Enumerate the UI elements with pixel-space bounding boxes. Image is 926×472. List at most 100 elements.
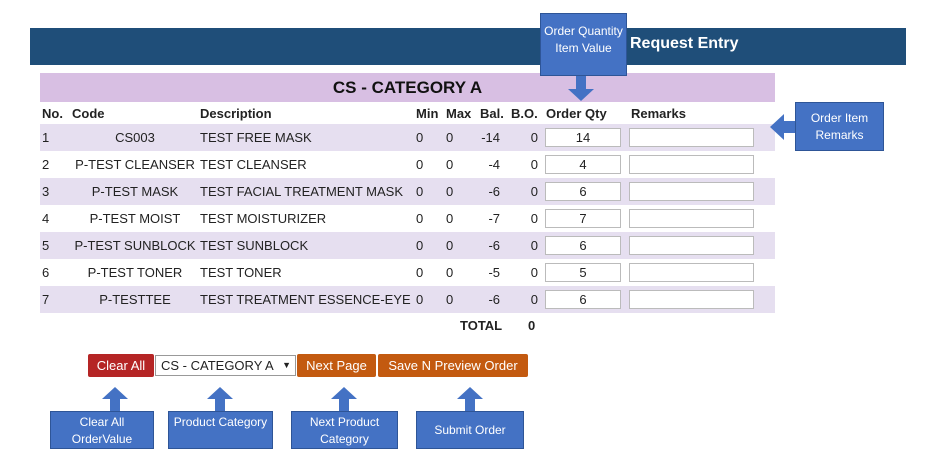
save-preview-order-button[interactable]: Save N Preview Order [378,354,528,377]
callout-order-quantity: Order Quantity Item Value [540,13,627,76]
cell-description: TEST MOISTURIZER [200,211,327,226]
cell-bal: -6 [488,184,500,199]
cell-max: 0 [446,157,454,172]
up-arrow-icon [457,387,483,399]
callout-arrow-stem [110,399,120,411]
col-header-bal: Bal. [480,106,504,121]
callout-arrow-stem [339,399,349,411]
cell-no: 2 [42,157,50,172]
table-row: 2 P-TEST CLEANSER TEST CLEANSER 0 0 -4 0… [40,151,775,178]
order-qty-input[interactable]: 4 [545,155,621,174]
cell-description: TEST TONER [200,265,282,280]
table-row: 5 P-TEST SUNBLOCK TEST SUNBLOCK 0 0 -6 0… [40,232,775,259]
cell-max: 0 [446,292,454,307]
col-header-no: No. [42,106,63,121]
callout-arrow-stem [576,76,586,90]
remarks-input[interactable] [629,290,754,309]
callout-order-item-remarks: Order Item Remarks [795,102,884,151]
callout-submit-order: Submit Order [416,411,524,449]
order-qty-input[interactable]: 6 [545,236,621,255]
cell-description: TEST SUNBLOCK [200,238,309,253]
total-value: 0 [528,318,536,333]
up-arrow-icon [207,387,233,399]
cell-description: TEST CLEANSER [200,157,307,172]
cell-min: 0 [416,130,424,145]
cell-code: P-TEST SUNBLOCK [74,238,196,253]
category-select-value: CS - CATEGORY A [161,358,274,373]
cell-code: CS003 [115,130,155,145]
cell-min: 0 [416,238,424,253]
remarks-input[interactable] [629,236,754,255]
cell-max: 0 [446,130,454,145]
remarks-input[interactable] [629,155,754,174]
cell-bal: -6 [488,292,500,307]
down-arrow-icon [568,89,594,101]
cell-bo: 0 [530,238,538,253]
remarks-input[interactable] [629,128,754,147]
col-header-order-qty: Order Qty [546,106,607,121]
table-row: 6 P-TEST TONER TEST TONER 0 0 -5 0 5 [40,259,775,286]
cell-max: 0 [446,238,454,253]
category-title: CS - CATEGORY A [40,73,775,102]
left-arrow-icon [770,114,784,140]
remarks-input[interactable] [629,209,754,228]
col-header-description: Description [200,106,272,121]
cell-code: P-TEST TONER [87,265,183,280]
cell-bal: -4 [488,157,500,172]
cell-bal: -7 [488,211,500,226]
cell-no: 1 [42,130,50,145]
remarks-input[interactable] [629,182,754,201]
order-qty-input[interactable]: 6 [545,182,621,201]
cell-description: TEST FREE MASK [200,130,312,145]
cell-no: 4 [42,211,50,226]
callout-product-category: Product Category [168,411,273,449]
cell-description: TEST TREATMENT ESSENCE-EYE [200,292,411,307]
cell-bal: -14 [481,130,500,145]
cell-max: 0 [446,265,454,280]
page-title: Request Entry [630,35,739,52]
cell-bo: 0 [530,292,538,307]
table-row: 3 P-TEST MASK TEST FACIAL TREATMENT MASK… [40,178,775,205]
callout-arrow-stem [215,399,225,411]
cell-min: 0 [416,211,424,226]
col-header-code: Code [72,106,105,121]
col-header-bo: B.O. [511,106,538,121]
total-label: TOTAL [460,318,503,333]
table-row: 7 P-TESTTEE TEST TREATMENT ESSENCE-EYE 0… [40,286,775,313]
remarks-input[interactable] [629,263,754,282]
cell-description: TEST FACIAL TREATMENT MASK [200,184,403,199]
order-qty-input[interactable]: 7 [545,209,621,228]
cell-bo: 0 [530,157,538,172]
order-qty-input[interactable]: 14 [545,128,621,147]
next-page-button[interactable]: Next Page [297,354,376,377]
cell-bo: 0 [530,130,538,145]
cell-min: 0 [416,157,424,172]
cell-max: 0 [446,211,454,226]
cell-bo: 0 [530,184,538,199]
up-arrow-icon [331,387,357,399]
cell-no: 5 [42,238,50,253]
cell-min: 0 [416,184,424,199]
col-header-min: Min [416,106,439,121]
table-row: 4 P-TEST MOIST TEST MOISTURIZER 0 0 -7 0… [40,205,775,232]
cell-no: 6 [42,265,50,280]
category-select[interactable]: CS - CATEGORY A ▼ [155,355,296,376]
cell-max: 0 [446,184,454,199]
order-qty-input[interactable]: 5 [545,263,621,282]
callout-clear-all: Clear All OrderValue [50,411,154,449]
cell-code: P-TEST MOIST [89,211,181,226]
callout-arrow-stem [465,399,475,411]
callout-next-product-category: Next Product Category [291,411,398,449]
order-qty-input[interactable]: 6 [545,290,621,309]
page-header-bar [30,28,906,65]
cell-bo: 0 [530,265,538,280]
cell-bo: 0 [530,211,538,226]
clear-all-button[interactable]: Clear All [88,354,154,377]
table-row: 1 CS003 TEST FREE MASK 0 0 -14 0 14 [40,124,775,151]
cell-min: 0 [416,292,424,307]
col-header-remarks: Remarks [631,106,686,121]
callout-arrow-stem [784,121,795,133]
cell-no: 3 [42,184,50,199]
dropdown-arrow-icon: ▼ [282,360,291,370]
cell-bal: -6 [488,238,500,253]
